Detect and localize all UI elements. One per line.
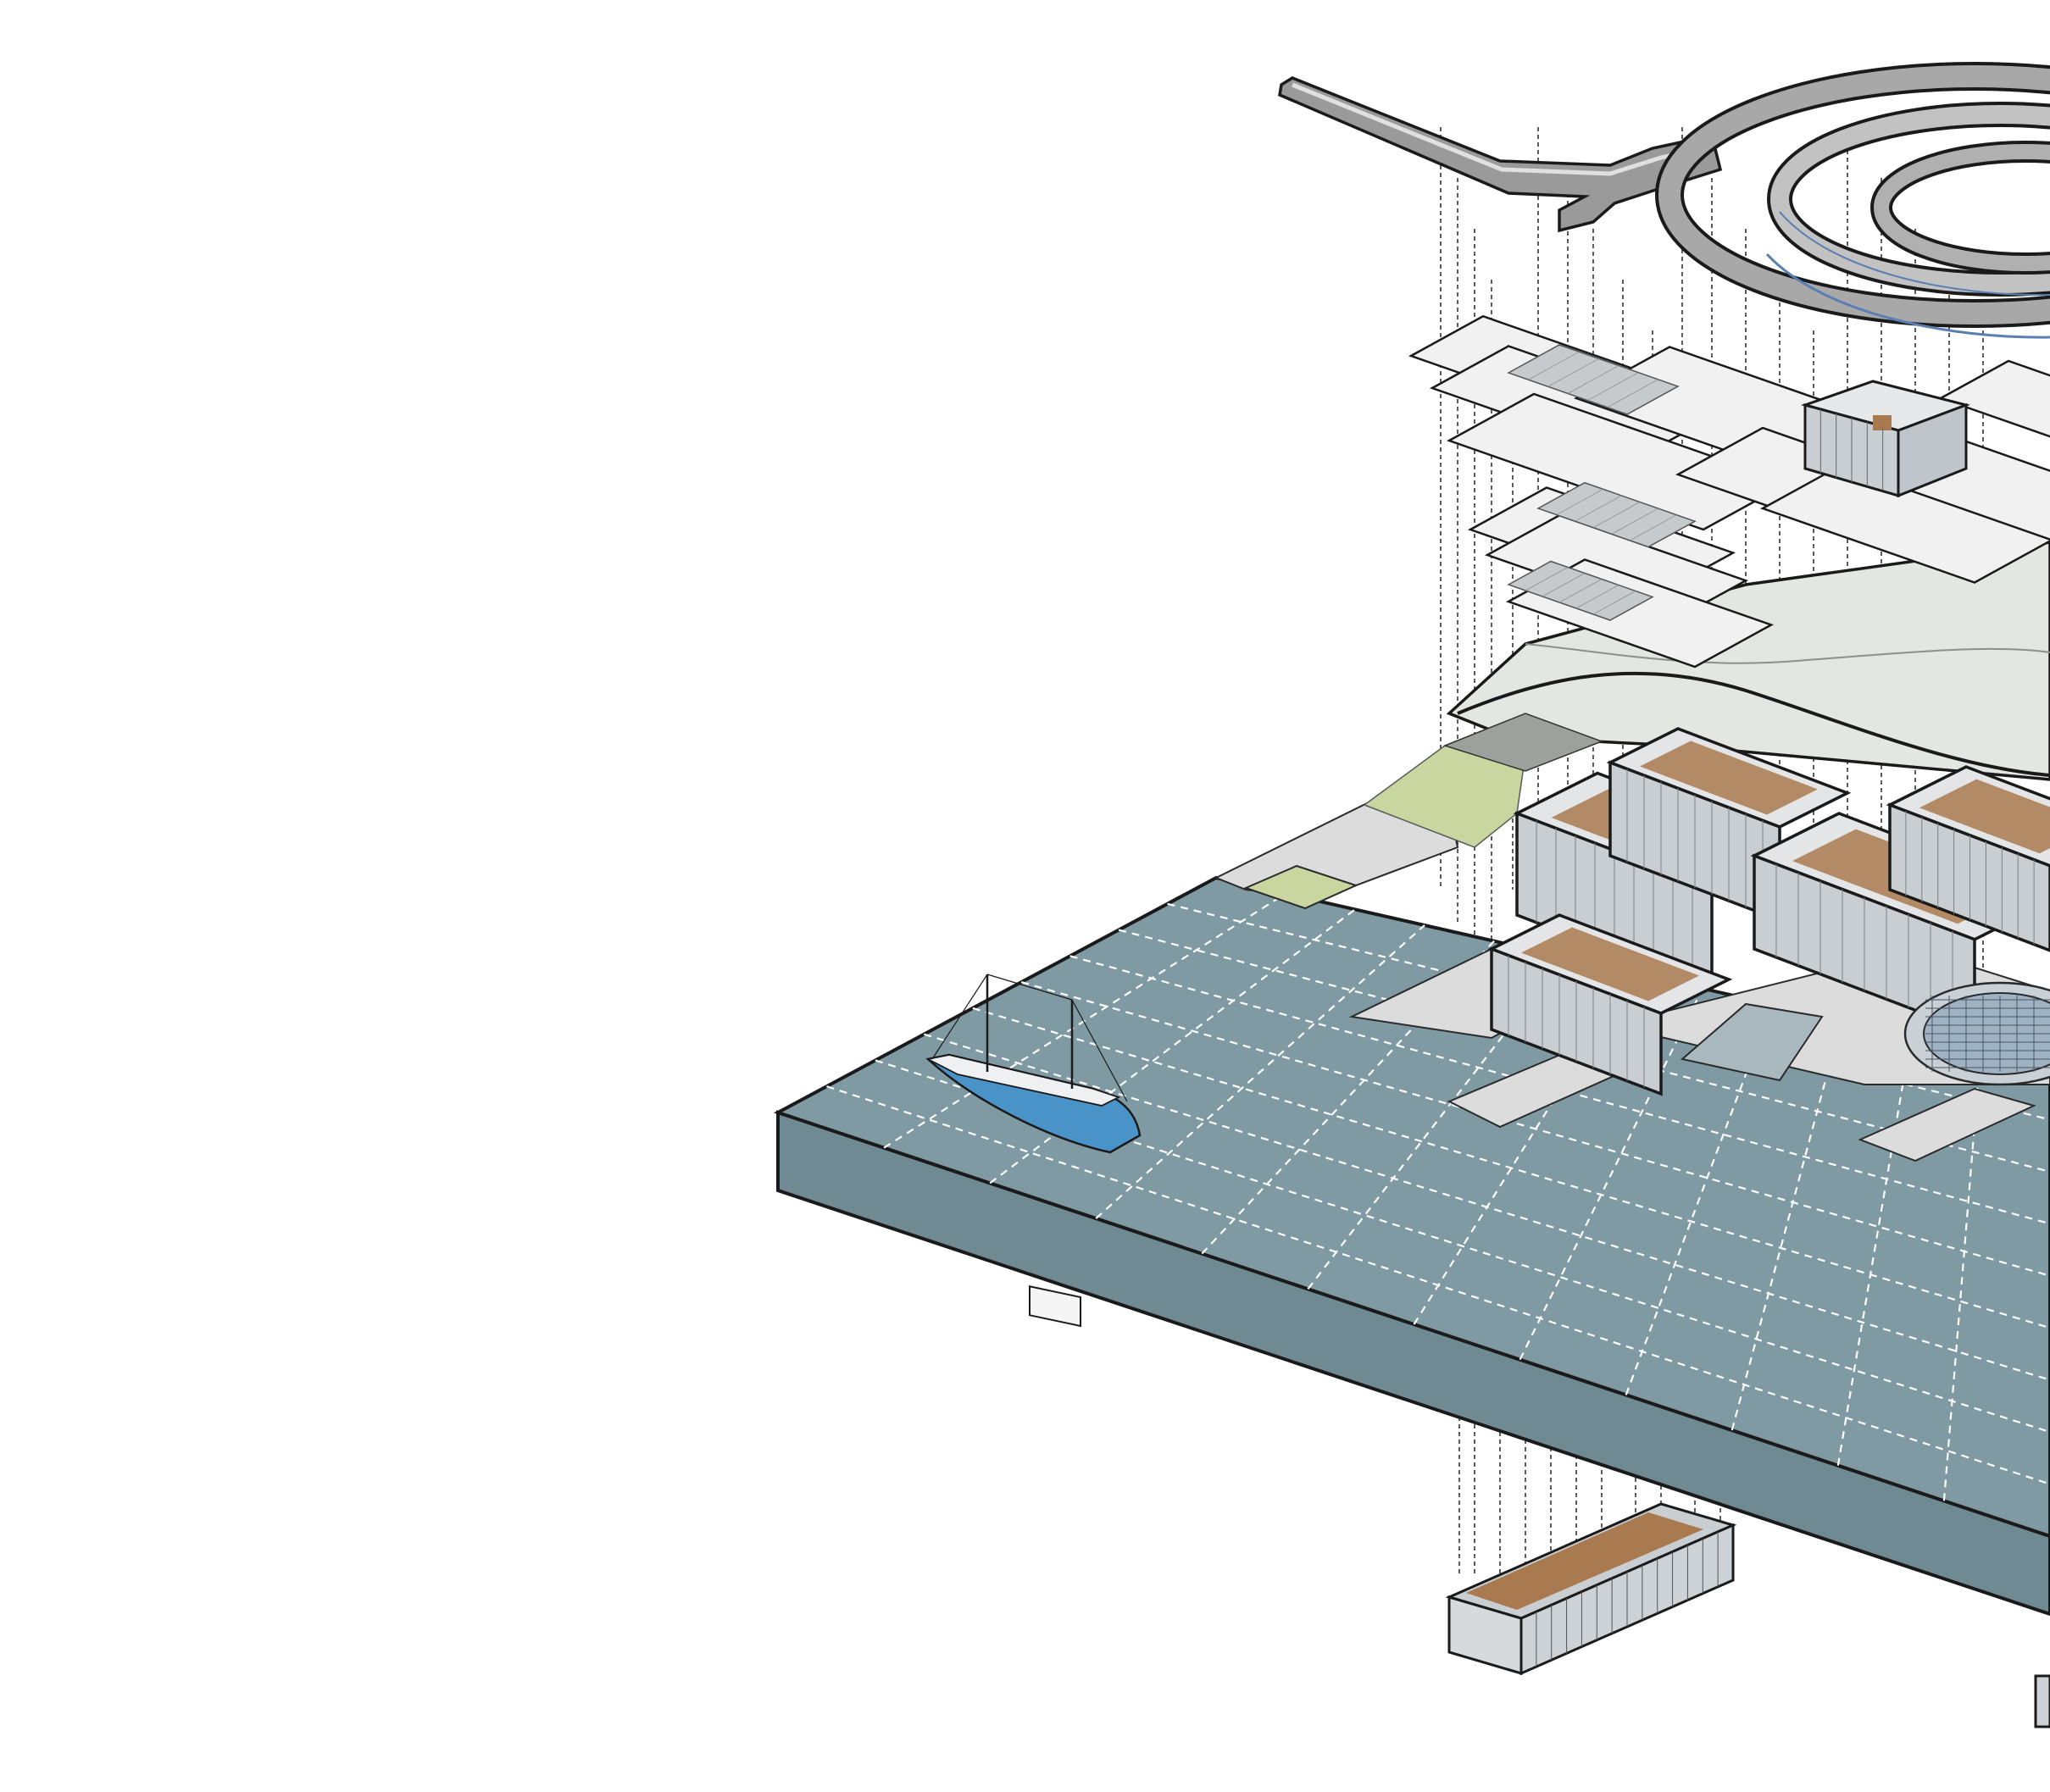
ramp xyxy=(1680,1002,1824,1082)
roof-walkway xyxy=(1278,62,2050,339)
pavilion-side xyxy=(1897,402,1968,498)
terrain-shell xyxy=(1363,541,2050,848)
boat-cabin xyxy=(1029,1285,1081,1328)
boat-deck xyxy=(925,1054,1121,1107)
walkway-bridge xyxy=(1278,76,1723,233)
water-grid-line xyxy=(989,908,1356,1184)
water-grid-line xyxy=(1307,956,1564,1290)
water-grid-line xyxy=(1731,1019,1843,1431)
solar-panel-line xyxy=(1607,379,1658,408)
solar-panel-line xyxy=(1558,579,1603,603)
canopy-slab xyxy=(1759,463,2050,584)
solar-panel-line xyxy=(1556,488,1603,515)
water-grid-line xyxy=(1095,924,1425,1219)
roof-pavilion xyxy=(1800,380,1971,498)
building-interior xyxy=(1521,927,1699,1001)
underwater-module-edge xyxy=(2034,1674,2050,1728)
spiral-ring-middle-deck xyxy=(1770,105,2050,293)
water-grid-line xyxy=(924,1033,2050,1381)
spiral-ring-outer-deck xyxy=(1658,65,2050,325)
lawn-wedge xyxy=(1363,745,1526,848)
ground-buildings xyxy=(1487,727,2050,1096)
solar-panel-line xyxy=(1592,502,1641,529)
module-interior xyxy=(1466,1512,1703,1610)
stone-wall xyxy=(1442,713,1604,772)
pavilion-mullions xyxy=(1819,409,1884,491)
roof-canopy xyxy=(1408,314,2050,669)
solar-panel-line xyxy=(1611,508,1658,535)
module-2-fragment xyxy=(2034,1674,2050,1728)
boat-rigging-3 xyxy=(1071,999,1128,1102)
solar-panel-line xyxy=(1547,358,1599,387)
solar-panel-line xyxy=(1587,372,1639,402)
water-grid-line xyxy=(1942,1051,1982,1501)
pier-east xyxy=(1858,1087,2036,1162)
solar-panel-line xyxy=(1575,585,1619,609)
water-grid-line xyxy=(1836,1035,1913,1466)
building-interior xyxy=(1640,741,1818,815)
solar-panel-line xyxy=(1542,573,1586,597)
spiral-ring-inner-deck xyxy=(1874,144,2050,271)
terrain-contour xyxy=(1457,671,2050,777)
boat-rigging-2 xyxy=(986,974,1073,1001)
building-interior xyxy=(1919,779,2050,854)
water-grid-line xyxy=(1625,1003,1774,1395)
underwater-module xyxy=(1445,1502,1737,1676)
solar-panel-line xyxy=(1525,567,1569,591)
spiral-glazing-2 xyxy=(1779,211,2050,297)
pavilion-furniture xyxy=(1873,415,1892,430)
quay-lawn-strip xyxy=(1243,864,1358,910)
terrain-contour-2 xyxy=(1525,643,2050,664)
solar-panel-line xyxy=(1630,514,1677,541)
water-grid-line xyxy=(1020,981,2050,1277)
water-grid-line xyxy=(1519,988,1703,1361)
boat-rigging xyxy=(931,974,988,1060)
solar-panel-line xyxy=(1592,591,1636,615)
fishing-boat xyxy=(925,974,1142,1328)
solar-panel-line xyxy=(1567,365,1619,394)
water-grid-line xyxy=(826,1085,2050,1485)
spiral-glazing xyxy=(1765,252,2050,339)
module-mullions xyxy=(1536,1531,1719,1667)
solar-panel-line xyxy=(1528,351,1580,380)
canopy-slab xyxy=(1937,359,2050,438)
water-grid-line xyxy=(883,892,1286,1149)
solar-panel-line xyxy=(1575,495,1622,522)
water-grid-line xyxy=(972,1007,2050,1329)
